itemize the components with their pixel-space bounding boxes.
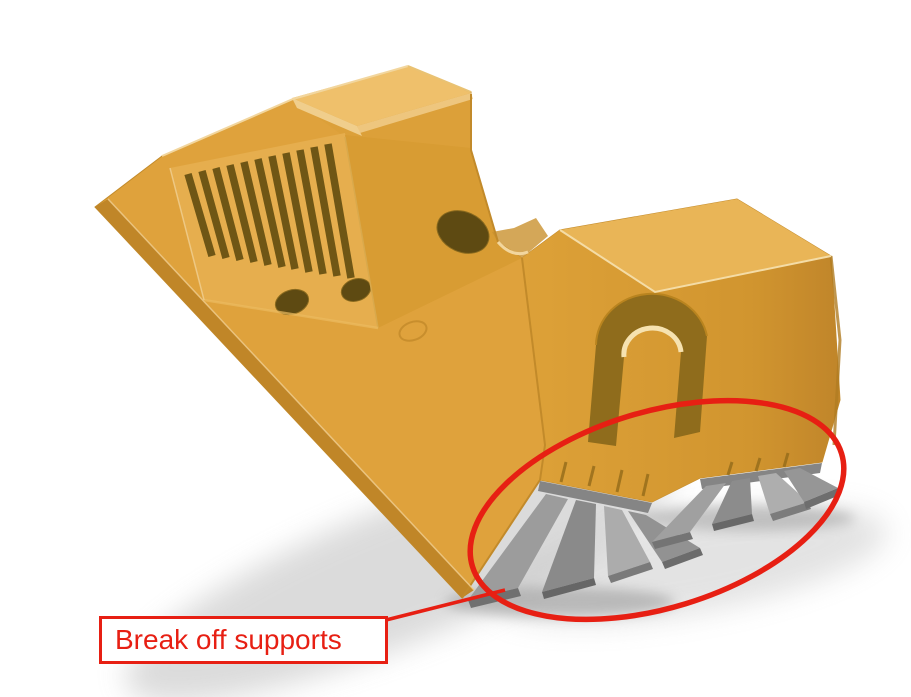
support-fin-base bbox=[712, 514, 754, 531]
model-body bbox=[94, 65, 842, 599]
front-mounting-hole-1 bbox=[274, 288, 310, 316]
highlight-line bbox=[496, 240, 529, 256]
tower-bevel bbox=[357, 93, 473, 133]
annotation-label-box: Break off supports bbox=[99, 616, 388, 664]
heatsink-fin-slots bbox=[184, 143, 355, 279]
support-fin-base bbox=[608, 562, 653, 583]
support-fin bbox=[604, 506, 650, 576]
right-side-edge bbox=[829, 255, 842, 446]
tower-bevel bbox=[292, 98, 362, 136]
fillet-shading bbox=[492, 218, 548, 258]
crease-line bbox=[470, 94, 499, 243]
right-top-face bbox=[560, 199, 831, 292]
support-structures bbox=[468, 463, 840, 608]
highlight-line bbox=[161, 65, 409, 157]
crease-line bbox=[344, 136, 379, 329]
top-mounting-hole bbox=[436, 210, 490, 254]
support-interface bbox=[538, 481, 652, 513]
support-fin bbox=[542, 500, 596, 592]
highlight-ellipse bbox=[467, 397, 847, 623]
dovetail-teeth bbox=[559, 452, 790, 497]
highlight-line bbox=[107, 198, 475, 591]
hook-slot bbox=[588, 293, 707, 446]
annotation-overlay bbox=[385, 397, 847, 623]
upper-face bbox=[345, 135, 522, 328]
tower-top-face bbox=[292, 66, 471, 126]
edge-creases bbox=[344, 94, 547, 599]
support-fin-base bbox=[662, 548, 703, 569]
side-hole bbox=[398, 320, 428, 342]
leader-line bbox=[385, 588, 506, 622]
support-fin bbox=[758, 473, 808, 514]
hook-slot-edge bbox=[595, 292, 708, 346]
support-fin bbox=[784, 468, 838, 502]
support-fin-base bbox=[770, 502, 811, 521]
highlight-line bbox=[169, 167, 205, 301]
support-fin-base bbox=[804, 488, 840, 509]
crease-line bbox=[521, 257, 547, 481]
highlight-line bbox=[203, 298, 379, 330]
support-fin-base bbox=[652, 532, 693, 549]
support-fin bbox=[468, 494, 568, 600]
highlight-line bbox=[559, 229, 832, 294]
highlight-line bbox=[407, 65, 472, 93]
support-fin bbox=[712, 478, 752, 524]
hook-slot-highlight bbox=[621, 325, 684, 358]
bottom-edge-face bbox=[95, 199, 474, 598]
support-fin bbox=[652, 483, 726, 542]
edge-highlights bbox=[107, 65, 832, 591]
annotation-label: Break off supports bbox=[115, 624, 342, 655]
support-fin-base bbox=[542, 578, 596, 599]
